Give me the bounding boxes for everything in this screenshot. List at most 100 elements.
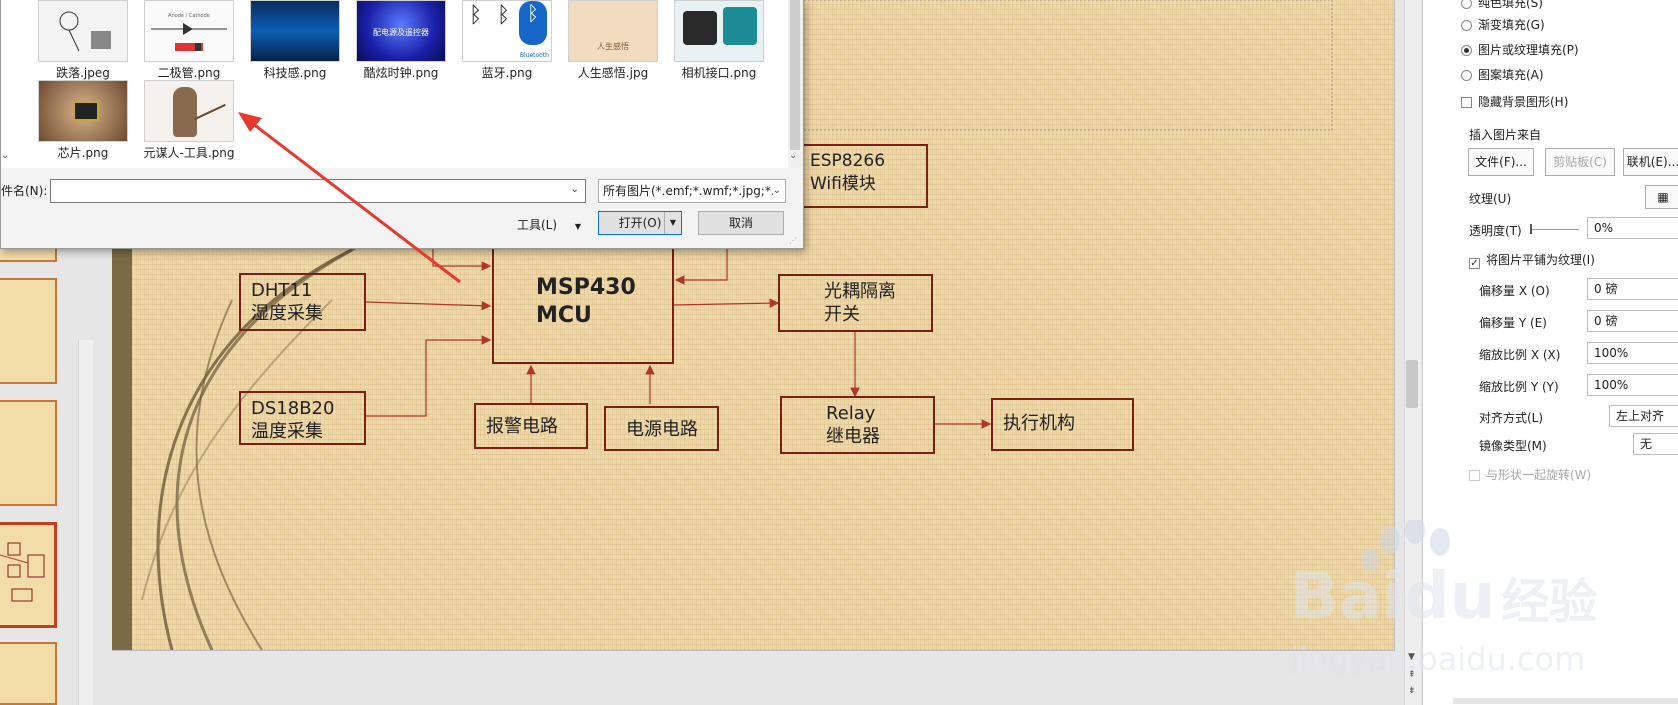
mirror-select[interactable]: 无 xyxy=(1633,433,1678,455)
file-thumbnail tech-image xyxy=(250,0,340,62)
cancel-button[interactable]: 取消 xyxy=(698,211,784,235)
filename-input[interactable]: ⌄ xyxy=(50,179,586,203)
scroll-down-icon[interactable]: ▼ xyxy=(1408,652,1415,662)
file-thumbnail: ᛒ ᛒ ᛒ Bluetooth xyxy=(462,0,552,62)
scale-y-input[interactable]: 100% xyxy=(1587,374,1678,396)
exec-box[interactable]: 执行机构 xyxy=(991,398,1134,451)
input-value: 100% xyxy=(1594,378,1629,392)
file-item[interactable]: 跌落.jpeg xyxy=(33,0,133,81)
slide-thumbnail[interactable] xyxy=(0,642,57,705)
texture-picker[interactable]: ▦ xyxy=(1645,185,1678,209)
file-item[interactable]: 芯片.png xyxy=(33,80,133,161)
file-thumbnail: 配电源及遥控器 xyxy=(356,0,446,62)
box-line: 报警电路 xyxy=(486,416,558,437)
chevron-down-icon[interactable]: ⌄ xyxy=(772,180,781,202)
box-line: MSP430 xyxy=(536,275,636,300)
paw-logo xyxy=(1361,516,1450,572)
box-line: MCU xyxy=(536,303,592,328)
file-list-scroll-thumb[interactable] xyxy=(790,0,800,150)
fill-option-solid[interactable]: 纯色填充(S) xyxy=(1461,0,1543,11)
file-name: 人生感悟.jpg xyxy=(577,66,649,80)
file-item[interactable]: ᛒ ᛒ ᛒ Bluetooth 蓝牙.png xyxy=(457,0,557,81)
checkbox-icon xyxy=(1469,470,1480,481)
clipboard-button[interactable]: 剪贴板(C) xyxy=(1545,148,1615,176)
file-button[interactable]: 文件(F)... xyxy=(1468,148,1534,176)
scroll-down-chevron-icon[interactable]: ⌄ xyxy=(789,150,798,161)
file-item[interactable]: 人生感悟 人生感悟.jpg xyxy=(563,0,663,81)
checkbox-checked-icon: ✓ xyxy=(1469,258,1480,269)
scale-x-label: 缩放比例 X (X) xyxy=(1479,348,1561,362)
box-line: Wifi模块 xyxy=(810,174,876,194)
relay-box[interactable]: Relay 继电器 xyxy=(780,396,935,454)
scrollbar-thumb[interactable] xyxy=(1406,360,1418,408)
chevron-down-icon[interactable]: ⌄ xyxy=(570,184,579,195)
radio-icon xyxy=(1461,70,1472,81)
tools-menu[interactable]: 工具(L) ▼ xyxy=(517,214,581,238)
tile-checkbox[interactable]: ✓ 将图片平铺为纹理(I) xyxy=(1469,251,1595,269)
box-line: 湿度采集 xyxy=(251,303,323,324)
file-thumbnail statue-image xyxy=(144,80,234,142)
falling-figure-image xyxy=(59,11,111,52)
hide-bg-checkbox[interactable]: 隐藏背景图形(H) xyxy=(1461,93,1568,110)
prev-slide-icon[interactable]: ⇞ xyxy=(1408,670,1416,680)
resize-grip-icon[interactable]: ⋰ xyxy=(789,236,797,245)
open-button[interactable]: 打开(O) ▼ xyxy=(598,211,682,235)
input-value: 0 磅 xyxy=(1594,314,1618,328)
fill-option-pattern[interactable]: 图案填充(A) xyxy=(1461,66,1544,83)
filetype-value: 所有图片(*.emf;*.wmf;*.jpg;*.j xyxy=(603,184,778,198)
file-thumbnail xyxy=(38,0,128,62)
collapse-chevron-icon[interactable]: ⌄ xyxy=(1,150,10,161)
input-value: 100% xyxy=(1594,346,1629,360)
option-label: 将图片平铺为纹理(I) xyxy=(1486,253,1595,267)
transparency-input[interactable]: 0% xyxy=(1587,217,1678,239)
offset-y-input[interactable]: 0 磅 xyxy=(1587,310,1678,332)
filetype-select[interactable]: 所有图片(*.emf;*.wmf;*.jpg;*.j ⌄ xyxy=(598,179,786,203)
button-label: 剪贴板(C) xyxy=(1553,155,1607,169)
alarm-box[interactable]: 报警电路 xyxy=(474,403,588,449)
bluetooth-icon: ᛒ xyxy=(519,1,547,45)
brand-text: Bai xyxy=(1290,560,1404,634)
diagram-connectors xyxy=(365,240,992,429)
esp8266-box[interactable]: ESP8266 Wifi模块 xyxy=(798,144,928,208)
select-value: 无 xyxy=(1640,437,1653,451)
file-thumbnail: 人生感悟 xyxy=(568,0,658,62)
align-select[interactable]: 左上对齐 xyxy=(1609,405,1678,427)
bluetooth-icon: ᛒ xyxy=(497,3,511,28)
insert-from-label: 插入图片来自 xyxy=(1469,128,1542,142)
file-item[interactable]: 科技感.png xyxy=(245,0,345,81)
slide-thumbnail[interactable] xyxy=(0,278,57,384)
option-label: 纯色填充(S) xyxy=(1478,0,1543,10)
file-item[interactable]: 元谋人-工具.png xyxy=(139,80,239,161)
open-dropdown-icon[interactable]: ▼ xyxy=(664,212,681,234)
slider-handle[interactable] xyxy=(1530,224,1532,234)
opto-box[interactable]: 光耦隔离 开关 xyxy=(778,274,933,332)
power-box[interactable]: 电源电路 xyxy=(604,406,719,451)
file-item[interactable]: Anode / Cathode 二极管.png xyxy=(139,0,239,81)
thumbnail-scrollbar[interactable] xyxy=(78,340,93,705)
dht11-box[interactable]: DHT11 湿度采集 xyxy=(239,273,366,331)
file-name: 元谋人-工具.png xyxy=(143,146,235,160)
select-value: 左上对齐 xyxy=(1616,409,1665,423)
fill-option-gradient[interactable]: 渐变填充(G) xyxy=(1461,16,1545,33)
option-label: 图片或纹理填充(P) xyxy=(1478,43,1579,57)
offset-x-input[interactable]: 0 磅 xyxy=(1587,278,1678,300)
scale-x-input[interactable]: 100% xyxy=(1587,342,1678,364)
box-line: DHT11 xyxy=(251,280,313,301)
online-button[interactable]: 联机(E)... xyxy=(1623,148,1678,176)
cancel-label: 取消 xyxy=(728,216,753,230)
rotate-with-shape-checkbox[interactable]: 与形状一起旋转(W) xyxy=(1469,466,1591,483)
button-label: 联机(E)... xyxy=(1626,155,1678,169)
file-item[interactable]: 相机接口.png xyxy=(669,0,769,81)
radio-icon xyxy=(1461,0,1472,9)
fill-option-picture[interactable]: 图片或纹理填充(P) xyxy=(1461,41,1579,58)
slide-thumbnail[interactable] xyxy=(0,400,57,506)
ds18b20-box[interactable]: DS18B20 温度采集 xyxy=(239,391,366,445)
checkbox-icon xyxy=(1461,97,1472,108)
insert-picture-dialog: ⌄ ⌄ 跌落.jpeg Anode / Cathode 二极管.png 科技感.… xyxy=(0,0,804,249)
pane-scrollbar[interactable] xyxy=(1453,698,1678,704)
next-slide-icon[interactable]: ⇟ xyxy=(1408,686,1416,696)
transparency-slider[interactable] xyxy=(1531,229,1579,230)
file-item[interactable]: 配电源及遥控器 酷炫时钟.png xyxy=(351,0,451,81)
slide-thumbnail-selected[interactable] xyxy=(0,522,57,628)
